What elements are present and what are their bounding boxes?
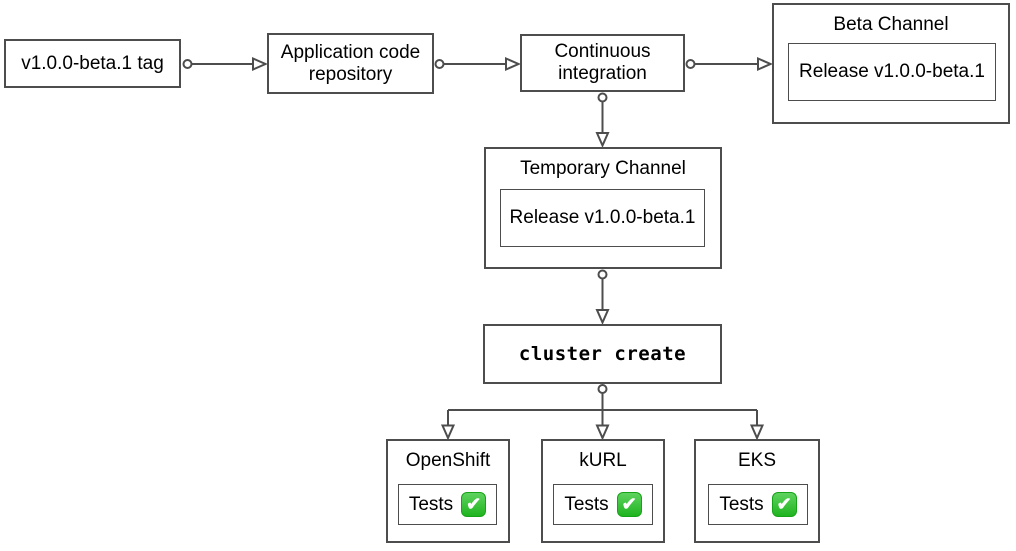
node-beta-channel: Beta Channel Release v1.0.0-beta.1 — [772, 3, 1010, 124]
connector-tag-to-repo — [182, 56, 268, 72]
ci-label: Continuous integration — [554, 41, 651, 84]
eks-title: EKS — [737, 450, 777, 471]
node-temporary-channel: Temporary Channel Release v1.0.0-beta.1 — [484, 147, 722, 269]
kurl-title: kURL — [579, 450, 627, 471]
node-version-tag: v1.0.0-beta.1 tag — [4, 39, 181, 88]
check-mark-icon: ✔ — [616, 492, 642, 517]
connector-cluster-create-to-tests — [440, 384, 765, 441]
node-application-code-repository: Application code repository — [267, 33, 434, 94]
connector-repo-to-ci — [434, 56, 521, 72]
openshift-title: OpenShift — [405, 450, 491, 471]
node-temporary-release: Release v1.0.0-beta.1 — [500, 189, 705, 247]
openshift-tests-label: Tests — [408, 493, 454, 515]
connector-temporary-channel-to-cluster-create — [595, 269, 610, 325]
beta-channel-title: Beta Channel — [833, 14, 949, 35]
node-openshift: OpenShift Tests ✔ — [386, 439, 510, 543]
cluster-create-label: cluster create — [518, 343, 687, 365]
check-mark-icon: ✔ — [461, 492, 487, 517]
node-continuous-integration: Continuous integration — [520, 34, 685, 92]
eks-tests-label: Tests — [719, 493, 764, 515]
temporary-channel-title: Temporary Channel — [520, 158, 686, 179]
temporary-release-label: Release v1.0.0-beta.1 — [509, 207, 696, 228]
beta-release-label: Release v1.0.0-beta.1 — [799, 61, 985, 82]
node-cluster-create: cluster create — [483, 324, 722, 384]
repository-label: Application code repository — [280, 41, 421, 85]
connector-ci-to-temporary-channel — [595, 92, 610, 148]
version-tag-label: v1.0.0-beta.1 tag — [21, 52, 164, 74]
node-eks: EKS Tests ✔ — [694, 439, 820, 543]
node-kurl-tests: Tests ✔ — [553, 484, 653, 525]
node-eks-tests: Tests ✔ — [708, 484, 808, 525]
kurl-tests-label: Tests — [564, 493, 609, 515]
node-beta-release: Release v1.0.0-beta.1 — [788, 43, 996, 101]
node-openshift-tests: Tests ✔ — [398, 484, 497, 525]
connector-ci-to-beta-channel — [685, 56, 773, 72]
node-kurl: kURL Tests ✔ — [541, 439, 665, 543]
check-mark-icon: ✔ — [771, 492, 797, 517]
